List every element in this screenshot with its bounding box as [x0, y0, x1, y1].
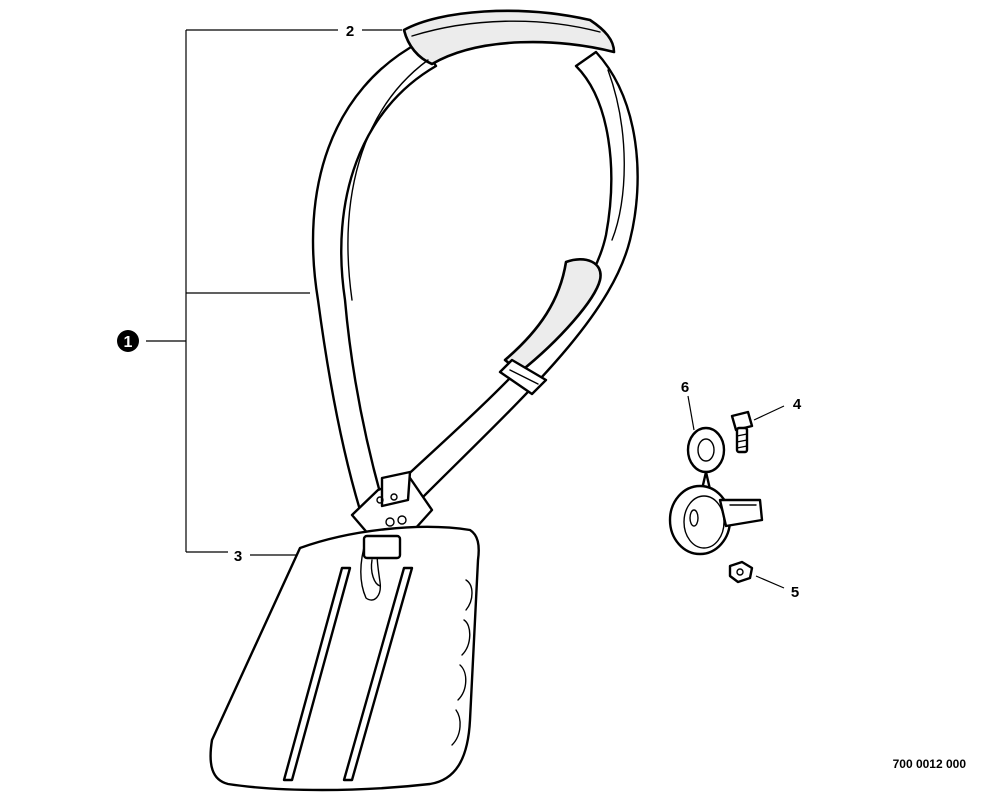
hip-pad [209, 525, 480, 792]
nut-part [728, 560, 754, 584]
callout-5: 5 [791, 584, 799, 601]
reference-code: 700 0012 000 [893, 757, 967, 771]
callout-4: 4 [793, 396, 802, 413]
callout-1: 1 [124, 334, 133, 351]
main-callout-badge [117, 330, 139, 352]
assembly-bracket [146, 29, 402, 556]
screw-part [730, 410, 754, 454]
callout-2: 2 [346, 23, 354, 40]
callout-6: 6 [681, 379, 689, 396]
harness-strap [311, 9, 639, 538]
callout-3: 3 [234, 548, 242, 565]
clamp-part [668, 426, 764, 556]
